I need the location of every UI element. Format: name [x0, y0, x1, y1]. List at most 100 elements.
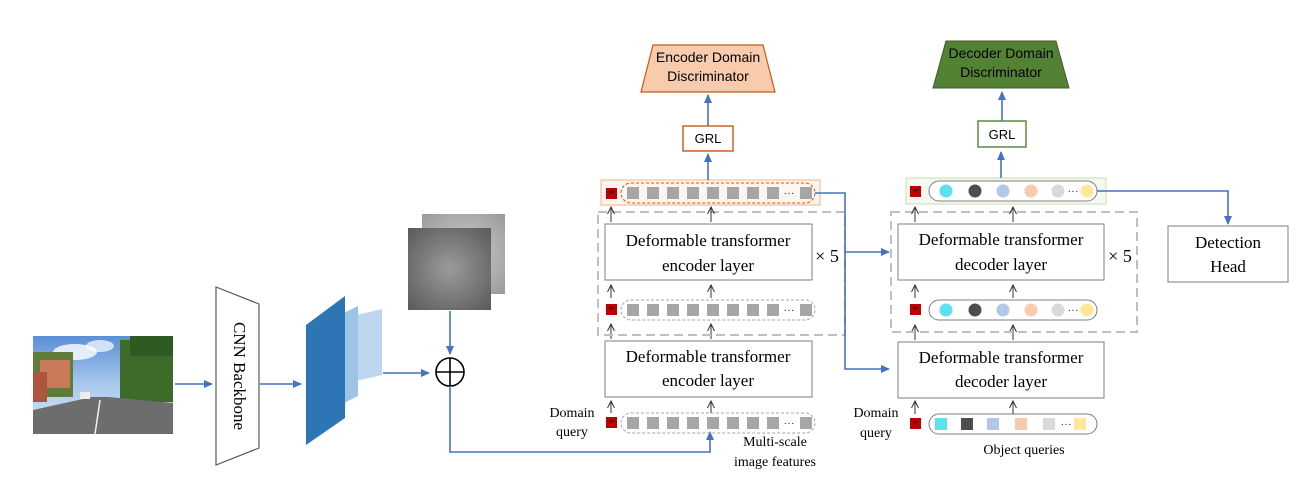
arrow-memory-to-decoder-first: [815, 192, 890, 373]
object-query-token: [1043, 418, 1055, 430]
arrow-decoder-to-detection: [1097, 190, 1232, 225]
object-query-token: [1015, 418, 1027, 430]
svg-text:Encoder Domain: Encoder Domain: [656, 49, 760, 65]
feature-token: [767, 187, 779, 199]
svg-text:decoder layer: decoder layer: [955, 255, 1047, 274]
object-query-token: [987, 418, 999, 430]
feature-token: [747, 417, 759, 429]
object-query-token: [996, 184, 1010, 198]
feature-token: [727, 187, 739, 199]
svg-text:Deformable transformer: Deformable transformer: [919, 230, 1084, 249]
encoder-output-token-row: * ···: [600, 179, 821, 206]
encoder-layer-repeated: Deformable transformer encoder layer: [604, 223, 813, 281]
detection-head: Detection Head: [1167, 225, 1289, 283]
object-query-token: [968, 303, 982, 317]
svg-text:*: *: [913, 419, 918, 430]
feature-token: [767, 417, 779, 429]
grl-decoder: GRL: [977, 120, 1027, 148]
svg-text:*: *: [609, 189, 614, 200]
decoder-repeat-group: [890, 211, 1138, 333]
object-query-token: [996, 303, 1010, 317]
feature-token: [687, 304, 699, 316]
svg-text:decoder layer: decoder layer: [955, 372, 1047, 391]
svg-text:Head: Head: [1210, 257, 1246, 276]
svg-text:Deformable transformer: Deformable transformer: [626, 347, 791, 366]
svg-text:*: *: [913, 305, 918, 316]
decoder-input-query-row: * ···: [910, 413, 1098, 435]
object-query-token: [1051, 184, 1065, 198]
object-query-token: [1080, 303, 1094, 317]
object-queries-label: Object queries: [983, 443, 1064, 458]
svg-text:Discriminator: Discriminator: [667, 68, 749, 84]
object-query-token: [961, 418, 973, 430]
token-ellipsis: ···: [784, 305, 795, 317]
multiscale-label-1: Multi-scale: [743, 435, 807, 450]
feature-token: [647, 304, 659, 316]
domain-query-label-dec-2: query: [860, 426, 892, 441]
object-query-token: [1051, 303, 1065, 317]
feature-token: [687, 417, 699, 429]
feature-token: [747, 304, 759, 316]
feature-token: [647, 187, 659, 199]
svg-text:*: *: [609, 305, 614, 316]
object-query-token: [1024, 303, 1038, 317]
svg-text:*: *: [609, 418, 614, 429]
feature-token: [800, 417, 812, 429]
cnn-backbone-block: CNN Backbone: [215, 286, 260, 466]
object-query-token: [1024, 184, 1038, 198]
feature-token: [627, 187, 639, 199]
svg-text:GRL: GRL: [695, 131, 722, 146]
decoder-layer-first: Deformable transformer decoder layer: [897, 341, 1105, 399]
feature-token: [667, 187, 679, 199]
object-query-token: [939, 303, 953, 317]
token-ellipsis: ···: [784, 188, 795, 200]
positional-encoding-maps: [408, 214, 505, 310]
feature-token: [627, 304, 639, 316]
object-query-token: [1074, 418, 1086, 430]
grl-encoder: GRL: [682, 125, 734, 152]
feature-token: [667, 417, 679, 429]
multiscale-label-2: image features: [734, 455, 816, 470]
svg-text:Detection: Detection: [1195, 233, 1262, 252]
decoder-repeat-label: × 5: [1108, 246, 1132, 266]
feature-token: [707, 304, 719, 316]
street-photo-icon: [33, 336, 173, 435]
feature-token: [667, 304, 679, 316]
encoder-domain-discriminator: Encoder Domain Discriminator: [640, 44, 776, 93]
svg-text:Deformable transformer: Deformable transformer: [919, 348, 1084, 367]
svg-text:Deformable transformer: Deformable transformer: [626, 231, 791, 250]
token-ellipsis: ···: [1061, 419, 1072, 431]
domain-query-token: [606, 417, 617, 428]
decoder-mid-query-row: * ···: [910, 299, 1098, 321]
decoder-domain-discriminator: Decoder Domain Discriminator: [932, 40, 1070, 89]
feature-token: [647, 417, 659, 429]
domain-query-label-enc-2: query: [556, 425, 588, 440]
object-query-token: [968, 184, 982, 198]
svg-text:*: *: [913, 187, 918, 198]
feature-token: [627, 417, 639, 429]
feature-token: [767, 304, 779, 316]
decoder-output-query-row: * ···: [905, 177, 1107, 205]
feature-map-stack-icon: [306, 296, 382, 445]
feature-token: [800, 187, 812, 199]
cnn-backbone-label: CNN Backbone: [230, 322, 249, 430]
svg-text:Discriminator: Discriminator: [960, 64, 1042, 80]
feature-token: [707, 417, 719, 429]
svg-text:encoder layer: encoder layer: [662, 371, 754, 390]
feature-token: [707, 187, 719, 199]
encoder-repeat-label: × 5: [815, 246, 839, 266]
object-query-token: [1080, 184, 1094, 198]
object-query-token: [939, 184, 953, 198]
encoder-mid-token-row: * ···: [606, 299, 816, 321]
feature-token: [800, 304, 812, 316]
feature-token: [687, 187, 699, 199]
feature-token: [727, 417, 739, 429]
domain-query-label-enc-1: Domain: [549, 406, 594, 421]
decoder-layer-repeated: Deformable transformer decoder layer: [897, 223, 1105, 281]
svg-text:GRL: GRL: [989, 127, 1016, 142]
object-query-token: [935, 418, 947, 430]
feature-token: [747, 187, 759, 199]
encoder-input-token-row: * ···: [606, 412, 816, 434]
svg-text:Decoder Domain: Decoder Domain: [948, 45, 1053, 61]
